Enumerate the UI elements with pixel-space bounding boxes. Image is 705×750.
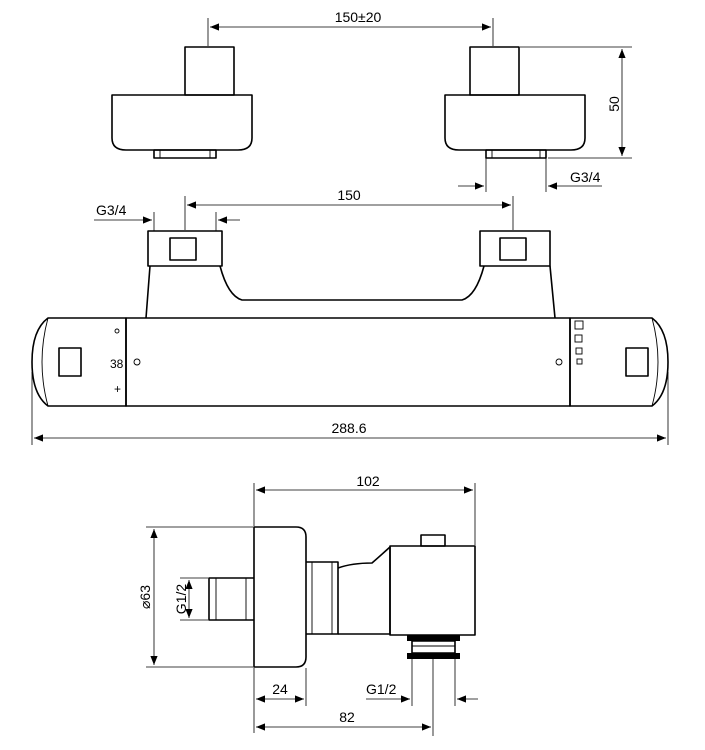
right-handle [569, 317, 669, 407]
dimension-middle-spacing-label: 150 [337, 187, 361, 203]
front-view-mixer: 38 + 150 G3/4 288 [31, 187, 669, 445]
side-wall-rosette [253, 526, 307, 668]
dimension-body-length-label: 288.6 [331, 420, 366, 436]
dimension-side-depth-label: 102 [356, 473, 380, 489]
dimension-side-depth: 102 [253, 473, 476, 545]
dimension-top-spacing: 150±20 [207, 9, 494, 46]
dimension-side-knob-depth-label: 24 [272, 681, 288, 697]
temperature-marking: 38 [110, 357, 124, 371]
dimension-top-thread-label: G3/4 [570, 169, 601, 185]
plus-marking: + [114, 382, 121, 396]
dimension-middle-thread: G3/4 [94, 202, 240, 231]
dimension-top-spacing-label: 150±20 [335, 9, 382, 25]
mixer-body [125, 317, 571, 407]
dimension-top-height-label: 50 [606, 96, 622, 112]
left-screw-hole [133, 358, 141, 366]
left-handle [31, 317, 127, 407]
dimension-side-outlet-thread: G1/2 [366, 659, 478, 706]
dimension-side-inlet-thread: G1/2 [173, 577, 208, 621]
right-inlet-nut [479, 230, 551, 267]
right-wall-connector [444, 46, 586, 159]
dimension-middle-thread-label: G3/4 [96, 202, 127, 218]
dimension-side-outlet-offset: 82 [256, 659, 434, 736]
bridge-arms [145, 265, 556, 319]
side-main-block [389, 545, 476, 636]
handle-marker-dot [114, 328, 120, 334]
dimension-middle-spacing: 150 [184, 187, 514, 230]
dimension-side-outlet-thread-label: G1/2 [366, 681, 397, 697]
side-top-knob [420, 534, 446, 547]
dimension-side-outlet-offset-label: 82 [339, 709, 355, 725]
right-screw-hole [555, 358, 563, 366]
side-bottom-outlet [407, 635, 460, 659]
flow-symbols [574, 320, 584, 365]
side-arm [337, 546, 391, 635]
dimension-top-height: 50 [520, 46, 632, 159]
side-view-mixer: 102 ⌀63 G1/2 24 G1/2 [137, 473, 478, 736]
top-view-wall-connectors: 150±20 50 G3/4 [111, 9, 632, 192]
side-inlet-pipe [208, 577, 254, 621]
left-inlet-nut [147, 230, 223, 267]
dimension-side-knob-depth: 24 [253, 668, 307, 733]
dimension-side-diameter: ⌀63 [137, 526, 253, 668]
dimension-top-thread: G3/4 [458, 158, 602, 192]
dimension-body-length: 288.6 [31, 372, 669, 445]
left-wall-connector [111, 46, 253, 159]
dimension-side-inlet-thread-label: G1/2 [173, 584, 189, 615]
side-neck [306, 561, 339, 635]
dimension-side-diameter-label: ⌀63 [137, 585, 153, 609]
